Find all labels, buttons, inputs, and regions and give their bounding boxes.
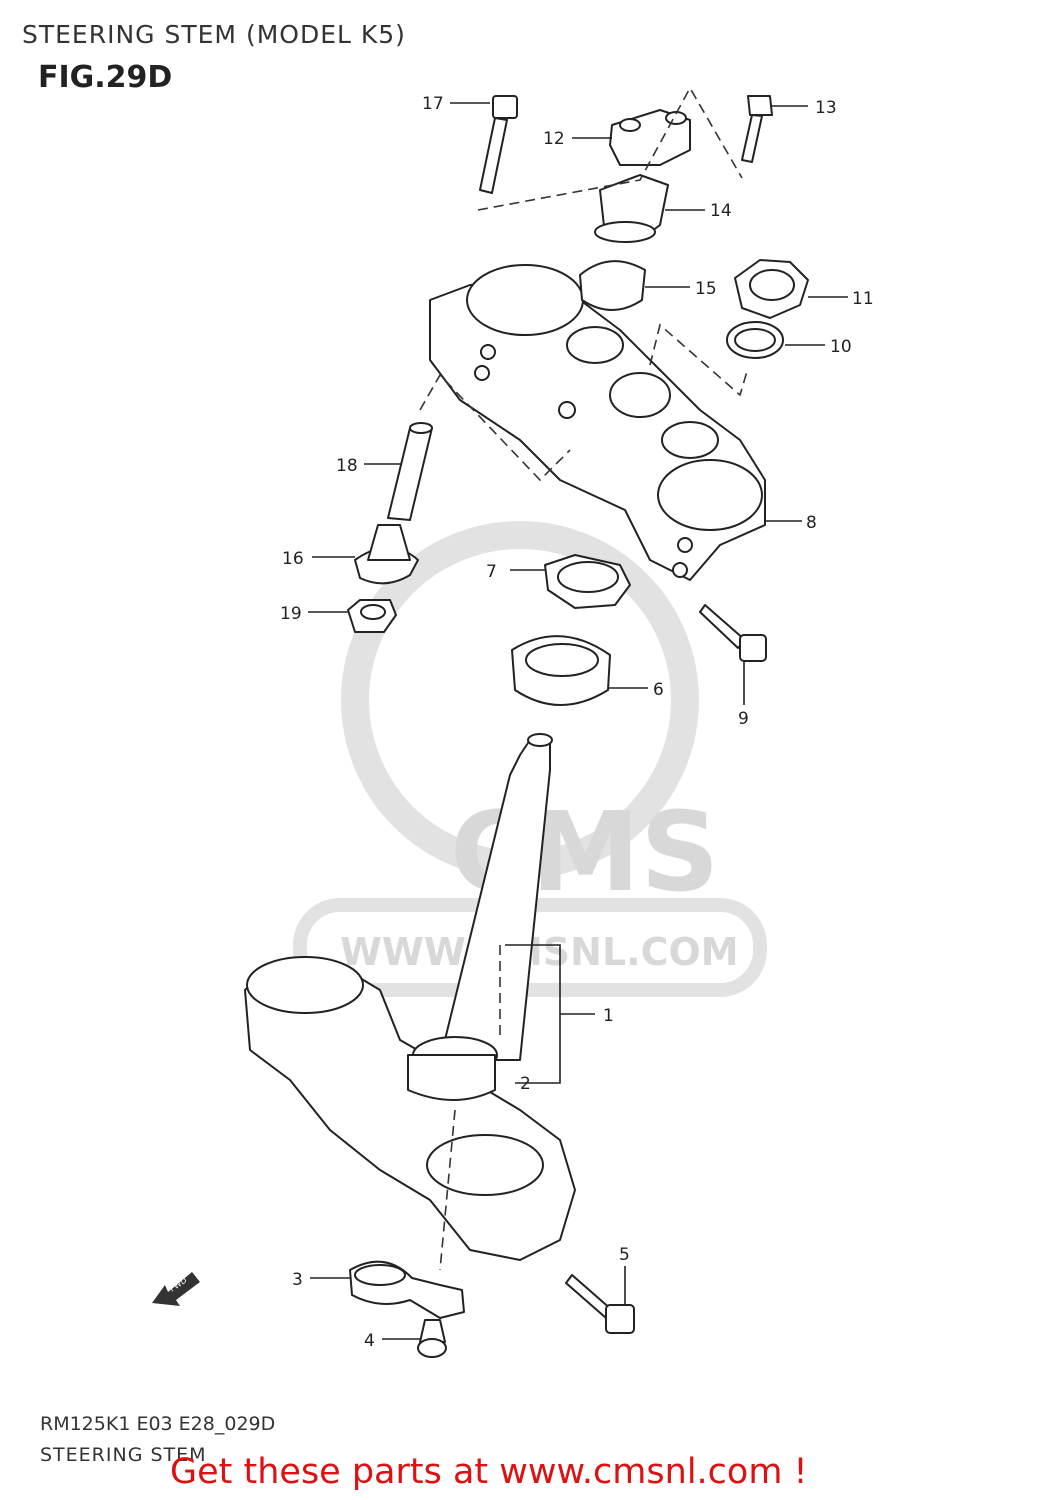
callout-2: 2 [520,1074,531,1094]
fwd-arrow-icon: FWD [152,1272,200,1306]
callout-13: 13 [815,98,837,118]
callout-8: 8 [806,513,817,533]
cushion [579,260,646,311]
callout-labels: 17 12 13 14 15 11 10 18 8 16 7 19 6 9 1 … [280,94,874,1351]
bolt-9 [699,604,746,649]
callout-7: 7 [486,562,497,582]
shop-link[interactable]: Get these parts at www.cmsnl.com ! [170,1452,808,1492]
diagram-code: RM125K1 E03 E28_029D [40,1413,276,1435]
callout-19: 19 [280,604,302,624]
figure-number: FIG.29D [38,60,173,95]
callout-18: 18 [336,456,358,476]
callout-16: 16 [282,549,304,569]
watermark-url: WWW.CMSNL.COM [340,930,739,974]
callout-11: 11 [852,289,874,309]
callout-12: 12 [543,129,565,149]
assembly-lines [419,86,749,1271]
bolt-17 [492,95,518,119]
callout-9: 9 [738,709,749,729]
callout-1: 1 [603,1006,614,1026]
callout-10: 10 [830,337,852,357]
callout-17: 17 [422,94,444,114]
callout-14: 14 [710,201,732,221]
callout-5: 5 [619,1245,630,1265]
callout-15: 15 [695,279,717,299]
diagram-title: STEERING STEM (MODEL K5) [22,20,406,49]
callout-6: 6 [653,680,664,700]
callout-3: 3 [292,1270,303,1290]
diagram-subtitle: STEERING STEM [40,1444,207,1466]
leader-lines [308,102,848,1340]
cms-watermark: CMS WWW.CMSNL.COM [293,521,767,997]
bolt-4 [419,1319,446,1343]
bolt-13 [747,95,773,116]
lower-bearing [407,1054,496,1101]
pipe [387,427,433,521]
callout-4: 4 [364,1331,375,1351]
